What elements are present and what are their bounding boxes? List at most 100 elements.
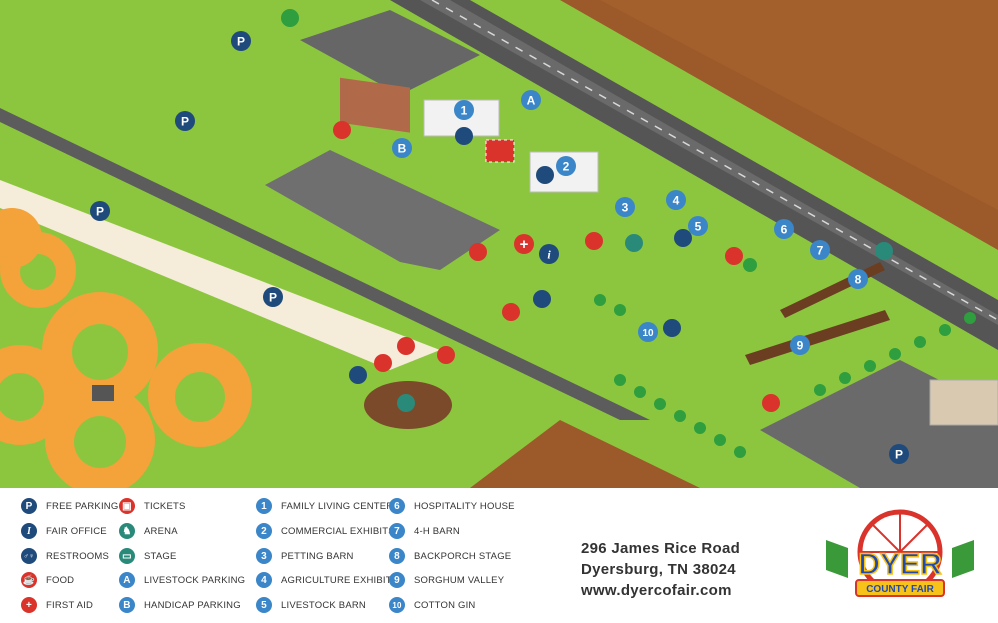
- legend-label: AGRICULTURE EXHIBITS: [281, 574, 399, 586]
- restroom-marker[interactable]: [536, 166, 554, 184]
- parking-marker[interactable]: [263, 287, 283, 307]
- handicap-parking-label: B: [398, 142, 407, 156]
- farm-field-bottom: [470, 420, 700, 488]
- trees: [281, 9, 976, 458]
- legend-label: COMMERCIAL EXHIBITS: [281, 525, 395, 537]
- livestock-parking-marker[interactable]: [521, 90, 541, 110]
- restroom-marker[interactable]: [349, 366, 367, 384]
- number-3-icon: 3: [256, 548, 272, 564]
- number-marker-10[interactable]: [638, 322, 658, 342]
- ticket-marker[interactable]: [397, 337, 415, 355]
- ticket-booth-icon: ▣: [119, 498, 135, 514]
- ticket-marker[interactable]: [502, 303, 520, 321]
- legend-item: ♂♀RESTROOMS: [21, 548, 109, 564]
- ticket-marker[interactable]: [437, 346, 455, 364]
- parking-marker-label: P: [269, 291, 277, 305]
- stage-icon: ▭: [119, 548, 135, 564]
- stage-marker[interactable]: [625, 234, 643, 252]
- map-markers: P P P P P A B 1 2 3 4 5 6 7 8 9 10 +: [90, 31, 909, 464]
- number-marker-9[interactable]: [790, 335, 810, 355]
- number-10-icon: 10: [389, 597, 405, 613]
- parking-marker[interactable]: [175, 111, 195, 131]
- parking-marker-label: P: [895, 448, 903, 462]
- number-marker-5[interactable]: [688, 216, 708, 236]
- carnival-lot: [265, 150, 500, 270]
- legend-label: FREE PARKING: [46, 500, 119, 512]
- legend-label: LIVESTOCK BARN: [281, 599, 366, 611]
- restroom-marker[interactable]: [663, 319, 681, 337]
- restroom-marker[interactable]: [533, 290, 551, 308]
- parking-marker-label: P: [237, 35, 245, 49]
- parking-marker[interactable]: [231, 31, 251, 51]
- legend-item: 2 COMMERCIAL EXHIBITS: [256, 523, 395, 539]
- livestock-parking-label: A: [527, 94, 536, 108]
- legend-item: 3 PETTING BARN: [256, 548, 354, 564]
- ball-fields: [0, 208, 252, 488]
- number-marker-8[interactable]: [848, 269, 868, 289]
- food-marker[interactable]: [469, 243, 487, 261]
- number-2-icon: 2: [256, 523, 272, 539]
- number-8-icon: 8: [389, 548, 405, 564]
- ticket-marker[interactable]: [333, 121, 351, 139]
- legend-label: FOOD: [46, 574, 75, 586]
- number-marker-7[interactable]: [810, 240, 830, 260]
- svg-text:1: 1: [461, 104, 468, 118]
- number-6-icon: 6: [389, 498, 405, 514]
- sorghum-valley-building: [745, 310, 890, 365]
- building-right: [929, 379, 998, 426]
- svg-text:+: +: [520, 236, 529, 253]
- restroom-marker[interactable]: [455, 127, 473, 145]
- number-marker-2[interactable]: [556, 156, 576, 176]
- legend-item: +FIRST AID: [21, 597, 93, 613]
- legend-item: 6 HOSPITALITY HOUSE: [389, 498, 515, 514]
- svg-text:5: 5: [695, 220, 702, 234]
- legend-item: iFAIR OFFICE: [21, 523, 107, 539]
- number-9-icon: 9: [389, 572, 405, 588]
- handicap-parking-marker[interactable]: [392, 138, 412, 158]
- restroom-marker[interactable]: [674, 229, 692, 247]
- letter-a-icon: A: [119, 572, 135, 588]
- runway: [0, 180, 440, 370]
- legend-item: ☕ FOOD: [21, 572, 74, 588]
- food-marker[interactable]: [585, 232, 603, 250]
- highway: [390, 0, 998, 350]
- food-marker[interactable]: [374, 354, 392, 372]
- legend-label: FIRST AID: [46, 599, 94, 611]
- stage-marker[interactable]: [875, 242, 893, 260]
- fairgrounds-map: P P P P P A B 1 2 3 4 5 6 7 8 9 10 +: [0, 0, 998, 488]
- parking-marker[interactable]: [889, 444, 909, 464]
- legend-item: ▣ TICKETS: [119, 498, 186, 514]
- parking-marker[interactable]: [90, 201, 110, 221]
- legend-label: PETTING BARN: [281, 550, 354, 562]
- top-lot: [300, 10, 480, 95]
- fair-office-marker[interactable]: [539, 244, 559, 264]
- info-icon: i: [21, 523, 37, 539]
- food-icon: ☕: [21, 572, 37, 588]
- horse-rider-icon: ♞: [119, 523, 135, 539]
- svg-text:3: 3: [622, 201, 629, 215]
- svg-text:6: 6: [781, 223, 788, 237]
- address-line-1: 296 James Rice Road: [581, 540, 741, 557]
- main-road: [0, 108, 650, 420]
- website-link[interactable]: www.dyercofair.com: [581, 582, 732, 599]
- number-marker-4[interactable]: [666, 190, 686, 210]
- number-1-icon: 1: [256, 498, 272, 514]
- legend-label: HANDICAP PARKING: [144, 599, 241, 611]
- number-marker-6[interactable]: [774, 219, 794, 239]
- first-aid-marker[interactable]: [514, 234, 534, 254]
- svg-text:4: 4: [673, 194, 680, 208]
- number-marker-1[interactable]: [454, 100, 474, 120]
- legend-label: TICKETS: [144, 500, 186, 512]
- number-marker-3[interactable]: [615, 197, 635, 217]
- food-marker[interactable]: [725, 247, 743, 265]
- ticket-marker[interactable]: [762, 394, 780, 412]
- arena-marker[interactable]: [397, 394, 415, 412]
- legend-label: STAGE: [144, 550, 177, 562]
- legend-label: FAMILY LIVING CENTER: [281, 500, 394, 512]
- legend-label: LIVESTOCK PARKING: [144, 574, 246, 586]
- legend-label: BACKPORCH STAGE: [414, 550, 512, 562]
- legend-label: HOSPITALITY HOUSE: [414, 500, 515, 512]
